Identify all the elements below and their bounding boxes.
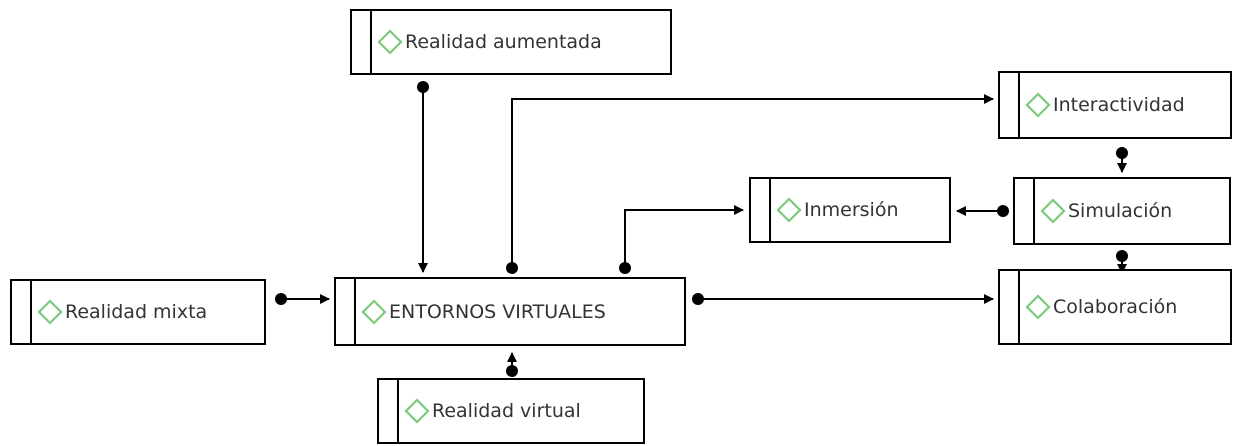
- node-label: Realidad mixta: [65, 301, 208, 323]
- node-realidad-virtual[interactable]: Realidad virtual: [377, 378, 645, 444]
- node-entornos-virtuales[interactable]: ENTORNOS VIRTUALES: [334, 277, 686, 346]
- connector-start-dot: [619, 262, 631, 274]
- diamond-icon: [37, 299, 63, 325]
- node-stripe: [30, 281, 32, 343]
- diamond-icon: [1025, 294, 1051, 320]
- diamond-icon: [1025, 92, 1051, 118]
- node-stripe: [1033, 179, 1035, 243]
- node-stripe: [397, 380, 399, 442]
- diamond-icon: [377, 29, 403, 55]
- node-label: Colaboración: [1053, 296, 1178, 318]
- connector-start-dot: [506, 262, 518, 274]
- node-realidad-mixta[interactable]: Realidad mixta: [10, 279, 266, 345]
- connector-start-dot: [1116, 250, 1128, 262]
- connector-entornos_virtuales-to-interactividad: [511, 94, 994, 268]
- diamond-icon: [776, 197, 802, 223]
- connector-entornos_virtuales-to-inmersion: [624, 205, 744, 268]
- connector-start-dot: [997, 205, 1009, 217]
- node-stripe: [769, 179, 771, 241]
- node-label: Interactividad: [1053, 94, 1185, 116]
- diamond-icon: [404, 398, 430, 424]
- node-interactividad[interactable]: Interactividad: [998, 71, 1232, 139]
- node-stripe: [1018, 271, 1020, 343]
- node-stripe: [1018, 73, 1020, 137]
- node-label: Simulación: [1068, 200, 1173, 222]
- node-label: Realidad aumentada: [405, 31, 602, 53]
- node-stripe: [354, 279, 356, 344]
- diamond-icon: [1040, 198, 1066, 224]
- connector-start-dot: [692, 293, 704, 305]
- node-stripe: [370, 11, 372, 73]
- node-label: Inmersión: [804, 199, 899, 221]
- connector-start-dot: [1116, 147, 1128, 159]
- connector-start-dot: [417, 81, 429, 93]
- node-realidad-aumentada[interactable]: Realidad aumentada: [350, 9, 672, 75]
- node-label: Realidad virtual: [432, 400, 581, 422]
- connector-start-dot: [275, 293, 287, 305]
- node-colaboracion[interactable]: Colaboración: [998, 269, 1232, 345]
- diamond-icon: [361, 298, 387, 325]
- connector-start-dot: [506, 365, 518, 377]
- node-label: ENTORNOS VIRTUALES: [389, 300, 606, 323]
- node-inmersion[interactable]: Inmersión: [749, 177, 951, 243]
- node-simulacion[interactable]: Simulación: [1013, 177, 1231, 245]
